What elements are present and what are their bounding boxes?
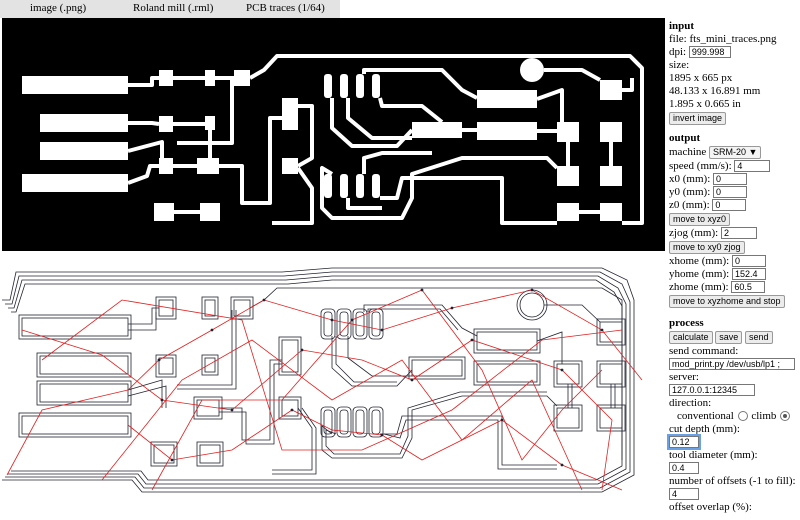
cut-depth-input[interactable]: [667, 434, 701, 451]
toolpath-preview: [2, 260, 665, 518]
toolpath-lines: [2, 267, 643, 493]
tab-roland-mill-rml[interactable]: Roland mill (.rml): [133, 2, 214, 14]
dropdown-arrow-icon: ▼: [748, 147, 758, 157]
size-mm: 48.133 x 16.891 mm: [669, 85, 761, 97]
send-command-input[interactable]: [669, 358, 795, 371]
zhome-input[interactable]: [731, 281, 766, 294]
tool-diameter-label: tool diameter (mm):: [669, 449, 758, 461]
tab-pcb-traces[interactable]: PCB traces (1/64): [246, 2, 325, 14]
server-input[interactable]: [669, 384, 755, 397]
z0-input[interactable]: [712, 199, 747, 212]
climb-radio[interactable]: [780, 411, 791, 422]
server-label: server:: [669, 371, 699, 383]
size-in: 1.895 x 0.665 in: [669, 98, 741, 110]
y0-input[interactable]: [713, 186, 747, 199]
speed-label: speed (mm/s):: [669, 160, 732, 172]
pcb-traces-bitmap: [22, 54, 644, 225]
size-px: 1895 x 665 px: [669, 72, 733, 84]
zjog-input[interactable]: [720, 227, 757, 240]
overlap-label: offset overlap (%):: [669, 501, 752, 513]
x0-label: x0 (mm):: [669, 173, 711, 185]
z0-label: z0 (mm):: [669, 199, 710, 211]
file-name: fts_mini_traces.png: [689, 33, 777, 45]
save-button[interactable]: save: [715, 331, 743, 344]
file-label: file:: [669, 33, 687, 45]
move-to-xyzhome-button[interactable]: move to xyzhome and stop: [669, 295, 785, 308]
process-heading: process: [669, 317, 704, 329]
conventional-label: conventional: [677, 410, 734, 422]
direction-label: direction:: [669, 397, 712, 409]
dpi-label: dpi:: [669, 46, 687, 58]
calculate-button[interactable]: calculate: [669, 331, 713, 344]
send-button[interactable]: send: [745, 331, 773, 344]
climb-label: climb: [751, 410, 777, 422]
machine-select[interactable]: SRM-20 ▼: [709, 146, 762, 159]
size-label: size:: [669, 59, 690, 71]
speed-input[interactable]: [734, 160, 771, 173]
move-to-xyz0-button[interactable]: move to xyz0: [669, 213, 731, 226]
machine-label: machine: [669, 146, 707, 159]
yhome-label: yhome (mm):: [669, 268, 730, 280]
yhome-input[interactable]: [731, 268, 766, 281]
send-command-label: send command:: [669, 345, 739, 357]
cut-depth-label: cut depth (mm):: [669, 423, 740, 435]
tool-diameter-input[interactable]: [669, 462, 699, 475]
input-heading: input: [669, 20, 695, 32]
move-to-xy0-zjog-button[interactable]: move to xy0 zjog: [669, 241, 745, 254]
zjog-label: zjog (mm):: [669, 227, 719, 239]
top-tab-bar: image (.png) Roland mill (.rml) PCB trac…: [0, 0, 340, 18]
zhome-label: zhome (mm):: [669, 281, 729, 293]
pcb-image-preview: [2, 18, 665, 251]
xhome-input[interactable]: [731, 255, 766, 268]
output-heading: output: [669, 132, 701, 144]
invert-image-button[interactable]: invert image: [669, 112, 727, 125]
offsets-input[interactable]: [669, 488, 699, 501]
xhome-label: xhome (mm):: [669, 255, 730, 267]
tab-image-png[interactable]: image (.png): [30, 2, 87, 14]
conventional-radio[interactable]: [737, 411, 748, 422]
dpi-input[interactable]: [688, 46, 731, 59]
control-panel: input file: fts_mini_traces.png dpi: siz…: [667, 20, 800, 514]
x0-input[interactable]: [713, 173, 747, 186]
offsets-label: number of offsets (-1 to fill):: [669, 475, 796, 487]
y0-label: y0 (mm):: [669, 186, 711, 198]
